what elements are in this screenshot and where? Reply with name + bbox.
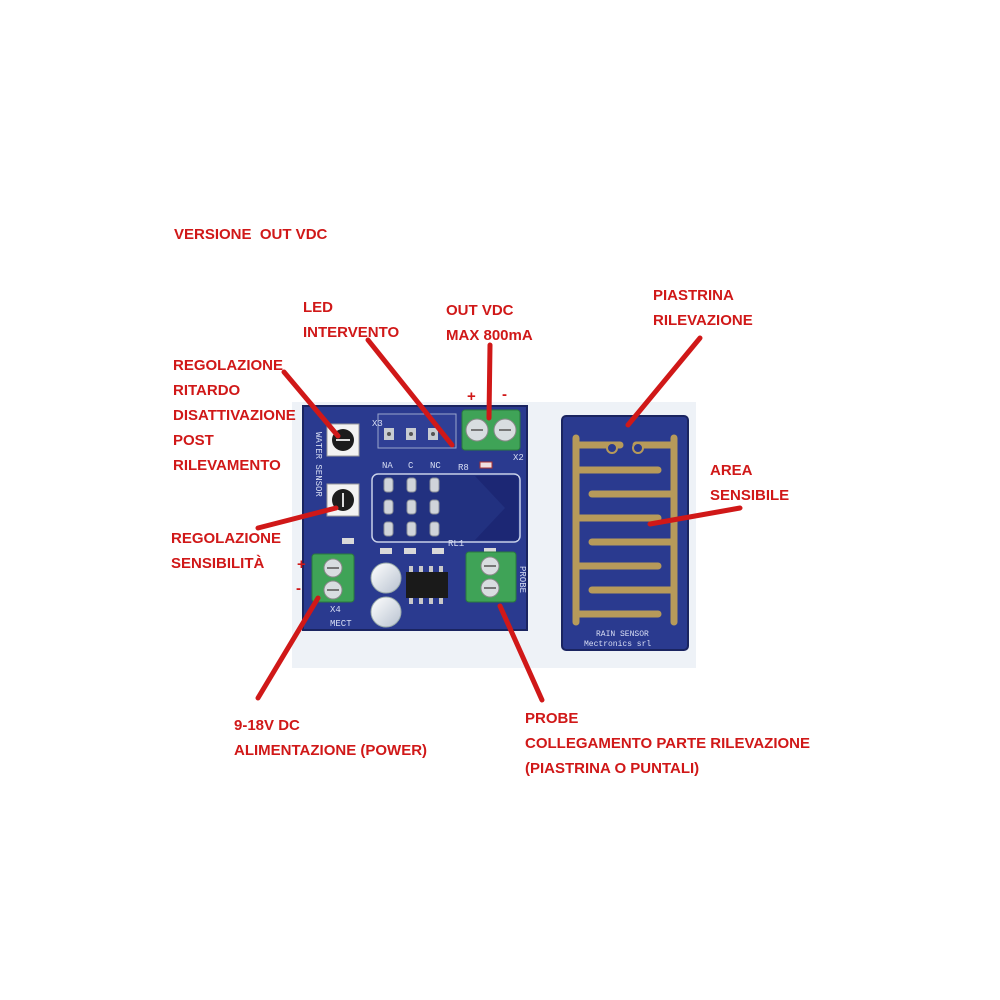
- label-ritardo: REGOLAZIONE RITARDO DISATTIVAZIONE POST …: [173, 357, 296, 474]
- pointer-probe: [497, 603, 545, 703]
- label-led-intervento: LED INTERVENTO: [303, 299, 400, 341]
- label-power: 9-18V DC ALIMENTAZIONE (POWER): [234, 717, 428, 759]
- silk-mect: MECT: [330, 619, 352, 629]
- label-area-sensibile: AREA SENSIBILE: [710, 462, 790, 504]
- power-minus-sign: -: [296, 580, 301, 597]
- capacitor-1: [370, 562, 402, 594]
- pointer-area: [647, 505, 743, 527]
- sensing-plate: RAIN SENSOR Mectronics srl: [561, 415, 689, 651]
- silk-nc: NC: [430, 461, 441, 471]
- pointer-led: [365, 337, 455, 448]
- pointer-out: [486, 342, 493, 421]
- label-piastrina: PIASTRINA RILEVAZIONE: [653, 287, 753, 329]
- silk-x4: X4: [330, 605, 341, 615]
- diagram-title: VERSIONE OUT VDC: [174, 226, 328, 243]
- silk-rl1: RL1: [448, 539, 464, 549]
- power-plus-sign: +: [297, 556, 306, 573]
- out-minus-sign: -: [502, 386, 507, 403]
- capacitor-2: [370, 596, 402, 628]
- out-plus-sign: +: [467, 388, 476, 405]
- silk-na: NA: [382, 461, 393, 471]
- label-probe: PROBE COLLEGAMENTO PARTE RILEVAZIONE (PI…: [525, 710, 811, 777]
- annotation-pointers: [255, 335, 743, 703]
- pointer-power: [255, 595, 321, 701]
- silk-r8: R8: [458, 463, 469, 473]
- ic-chip: [406, 566, 448, 604]
- silk-probe: PROBE: [517, 566, 527, 593]
- silk-water-sensor: WATER SENSOR: [313, 432, 323, 497]
- sensing-traces: [572, 434, 678, 626]
- pointer-sensibilita: [255, 505, 339, 531]
- plate-text-1: RAIN SENSOR: [596, 630, 649, 639]
- silk-x2: X2: [513, 453, 524, 463]
- led-intervento: [479, 461, 493, 469]
- main-pcb: WATER SENSOR X3 NA C NC R8 X2 X4 MECT RL…: [302, 405, 528, 631]
- pointer-piastrina: [625, 335, 703, 428]
- terminal-probe: [465, 551, 517, 603]
- silk-c: C: [408, 461, 414, 471]
- pointer-ritardo: [281, 369, 341, 439]
- relay-header: [377, 413, 457, 449]
- silk-x3: X3: [372, 419, 383, 429]
- terminal-power-x4: [311, 553, 355, 603]
- plate-text-2: Mectronics srl: [584, 640, 651, 649]
- label-sensibilita: REGOLAZIONE SENSIBILITÀ: [171, 530, 282, 572]
- label-out-vdc: OUT VDC MAX 800mA: [446, 302, 533, 344]
